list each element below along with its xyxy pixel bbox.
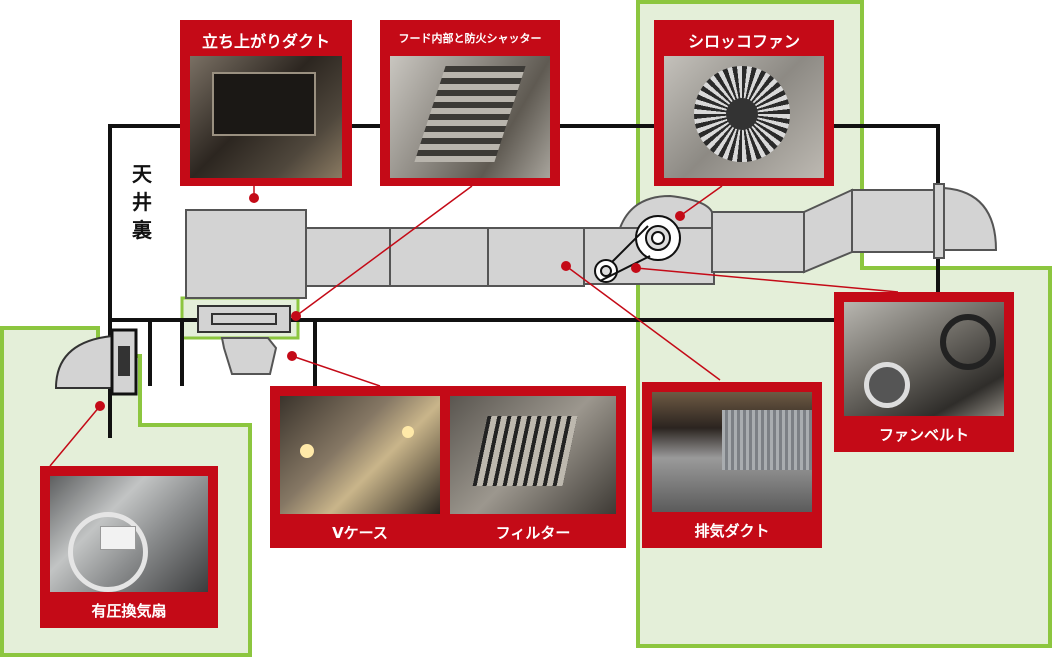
duct-segment-5 — [852, 190, 938, 252]
caption-filter: フィルター — [450, 522, 616, 543]
caption-fan-belt: ファンベルト — [834, 424, 1014, 445]
caption-pressure-fan: 有圧換気扇 — [40, 600, 218, 621]
photo-pressure-fan — [50, 476, 208, 592]
photo-hood-shutter — [390, 56, 550, 178]
caption-hood-shutter: フード内部と防火シャッター — [380, 30, 560, 46]
card-vcase-filter: Vケース フィルター — [270, 386, 626, 548]
ceiling-label: 天 井 裏 — [132, 160, 152, 244]
hood-cone — [222, 338, 276, 374]
card-exhaust-duct: 排気ダクト — [642, 382, 822, 548]
photo-exhaust-duct — [652, 392, 812, 512]
ceiling-label-char: 天 — [132, 160, 152, 188]
duct-flange — [934, 184, 944, 258]
caption-v-case: Vケース — [280, 522, 440, 543]
photo-v-case — [280, 396, 440, 514]
duct-segment-3 — [488, 228, 584, 286]
ceiling-label-char: 井 — [132, 188, 152, 216]
photo-fan-belt — [844, 302, 1004, 416]
caption-sirocco-fan: シロッコファン — [654, 28, 834, 52]
exhaust-cap — [944, 188, 996, 250]
ceiling-label-char: 裏 — [132, 216, 152, 244]
card-hood-shutter: フード内部と防火シャッター — [380, 20, 560, 186]
duct-segment-2 — [390, 228, 488, 286]
hood-filter-slot — [212, 314, 276, 324]
photo-sirocco-fan — [664, 56, 824, 178]
card-pressure-fan: 有圧換気扇 — [40, 466, 218, 628]
riser-duct-box — [186, 210, 306, 298]
caption-exhaust-duct: 排気ダクト — [642, 520, 822, 541]
card-sirocco-fan: シロッコファン — [654, 20, 834, 186]
photo-riser-duct — [190, 56, 342, 178]
duct-segment-4 — [712, 212, 804, 272]
wall-fan-grille — [118, 346, 130, 376]
card-riser-duct: 立ち上がりダクト — [180, 20, 352, 186]
caption-riser-duct: 立ち上がりダクト — [180, 28, 352, 52]
card-fan-belt: ファンベルト — [834, 292, 1014, 452]
photo-filter — [450, 396, 616, 514]
